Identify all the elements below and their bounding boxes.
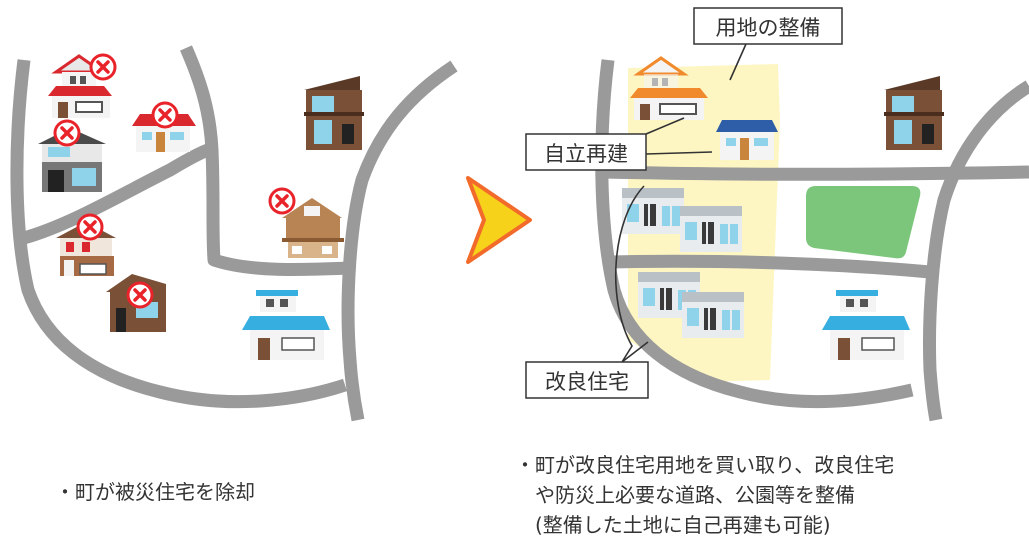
cross-mark-icon bbox=[89, 53, 117, 81]
house-icon bbox=[716, 120, 778, 160]
park-area bbox=[806, 186, 921, 259]
road bbox=[595, 59, 914, 409]
cross-mark-icon bbox=[53, 119, 81, 147]
cross-mark-icon bbox=[268, 187, 296, 215]
bullet: ・ bbox=[515, 453, 535, 477]
apartment-icon bbox=[622, 188, 684, 234]
after-caption-line3: (整備した土地に自己再建も可能) bbox=[535, 513, 831, 537]
leader-line bbox=[614, 185, 649, 363]
before-caption: ・町が被災住宅を除却 bbox=[55, 477, 255, 507]
after-caption-line2: や防災上必要な道路、公園等を整備 bbox=[535, 483, 855, 507]
apartment-icon bbox=[682, 292, 744, 338]
cross-mark-icon bbox=[151, 101, 179, 129]
before-caption-text: 町が被災住宅を除却 bbox=[75, 480, 255, 504]
house-icon bbox=[282, 198, 344, 258]
before-map bbox=[10, 45, 458, 422]
house-icon bbox=[56, 222, 116, 276]
road bbox=[10, 59, 348, 409]
label-rebuild: 自立再建 bbox=[544, 142, 628, 166]
arrow-right-icon bbox=[466, 176, 532, 264]
house-icon bbox=[822, 290, 910, 360]
leader-line bbox=[645, 151, 713, 155]
after-caption-line1: 町が改良住宅用地を買い取り、改良住宅 bbox=[535, 453, 895, 477]
leader-line bbox=[645, 117, 685, 135]
label-improved-housing-box: 改良住宅 bbox=[525, 361, 649, 399]
label-land-box: 用地の整備 bbox=[693, 7, 843, 45]
house-icon bbox=[242, 290, 330, 360]
road bbox=[609, 254, 931, 279]
road bbox=[603, 165, 1029, 181]
house-icon bbox=[884, 76, 944, 150]
road bbox=[923, 80, 1029, 422]
label-improved-housing: 改良住宅 bbox=[545, 370, 629, 394]
label-land: 用地の整備 bbox=[716, 16, 821, 40]
road bbox=[180, 45, 351, 276]
bullet: ・ bbox=[55, 480, 75, 504]
house-icon bbox=[304, 76, 364, 150]
cross-mark-icon bbox=[76, 213, 104, 241]
after-caption: ・町が改良住宅用地を買い取り、改良住宅や防災上必要な道路、公園等を整備 (整備した… bbox=[515, 450, 894, 540]
label-rebuild-box: 自立再建 bbox=[525, 133, 647, 171]
road bbox=[22, 141, 216, 245]
house-icon bbox=[630, 56, 708, 120]
after-map: 用地の整備 自立再建 改良住宅 bbox=[525, 7, 1029, 422]
cross-mark-icon bbox=[126, 281, 154, 309]
apartment-icon bbox=[680, 206, 742, 252]
road bbox=[341, 60, 458, 422]
leader-line bbox=[729, 43, 747, 81]
